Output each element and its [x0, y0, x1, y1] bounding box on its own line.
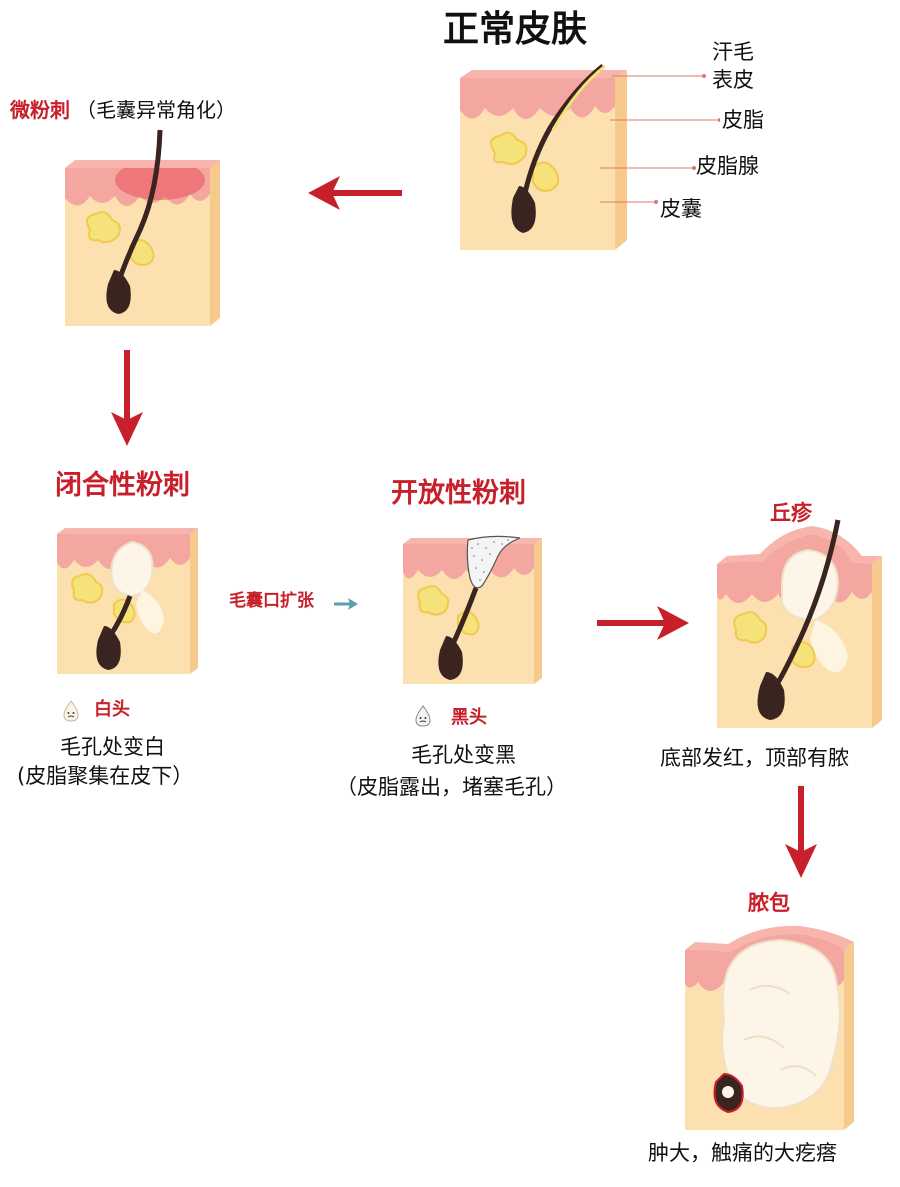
papule-title: 丘疹	[770, 501, 812, 525]
papule-illustration	[717, 519, 882, 728]
open-badge: 黑头	[451, 707, 487, 728]
pustule-illustration	[685, 925, 854, 1130]
arrow-closed-to-open	[334, 598, 358, 610]
open-title: 开放性粉刺	[391, 478, 526, 509]
normal-leader-lines	[600, 74, 720, 204]
label-follicle: 皮囊	[660, 197, 702, 221]
arrow-micro-to-closed	[111, 350, 143, 446]
normal-skin-illustration	[460, 64, 627, 250]
closed-badge: 白头	[94, 699, 130, 720]
label-epidermis: 表皮	[712, 68, 754, 92]
closed-comedo-illustration	[57, 528, 198, 674]
micro-subtitle: （毛囊异常角化）	[76, 98, 236, 122]
closed-desc-line2: (皮脂聚集在皮下）	[17, 764, 194, 788]
micro-title: 微粉刺	[10, 98, 70, 122]
blackhead-icon	[415, 705, 431, 727]
open-desc-line1: 毛孔处变黑	[411, 743, 516, 767]
transition-label: 毛囊口扩张	[229, 591, 314, 611]
label-sebum: 皮脂	[722, 108, 764, 132]
arrow-papule-to-pustule	[785, 786, 817, 878]
label-hair: 汗毛	[712, 40, 754, 64]
micro-comedo-illustration	[65, 129, 220, 326]
closed-desc-line1: 毛孔处变白	[60, 735, 165, 759]
normal-skin-title: 正常皮肤	[443, 9, 588, 50]
pustule-desc: 肿大，触痛的大疙瘩	[648, 1141, 837, 1165]
closed-title: 闭合性粉刺	[55, 470, 190, 501]
arrow-normal-to-micro	[308, 176, 402, 210]
papule-desc: 底部发红，顶部有脓	[660, 746, 849, 770]
arrow-open-to-papule	[597, 606, 689, 640]
open-desc-line2: （皮脂露出，堵塞毛孔）	[336, 775, 567, 799]
pustule-title: 脓包	[748, 891, 790, 915]
whitehead-icon	[63, 700, 79, 722]
open-comedo-illustration	[403, 535, 542, 684]
label-sebaceous-gland: 皮脂腺	[696, 154, 759, 178]
